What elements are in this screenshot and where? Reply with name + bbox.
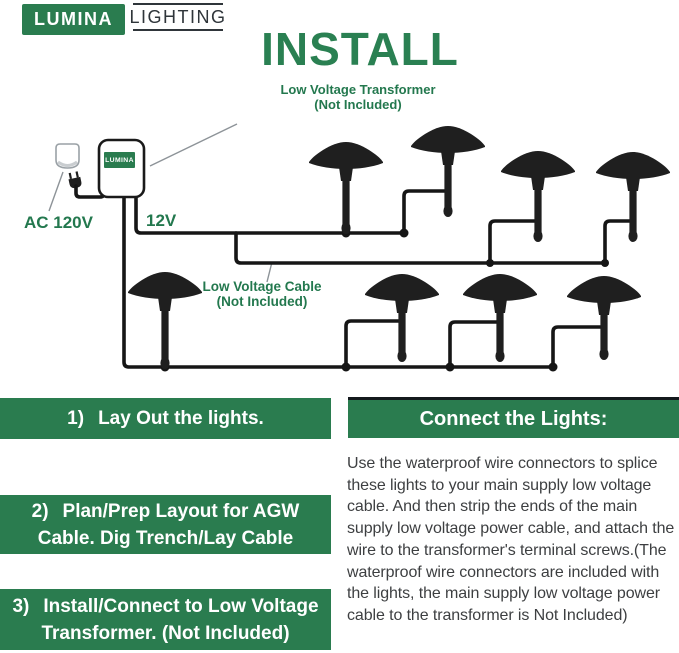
low-voltage-label: 12V bbox=[146, 211, 177, 230]
wire-riser-light8 bbox=[551, 325, 603, 369]
wire-drop-light4 bbox=[603, 219, 632, 265]
path-light-4 bbox=[596, 152, 670, 242]
wiring-diagram bbox=[48, 123, 670, 372]
path-light-1 bbox=[309, 142, 383, 234]
path-light-8 bbox=[567, 276, 641, 360]
step-3-text-line1: 3)Install/Connect to Low Voltage bbox=[12, 595, 319, 617]
junction-dot bbox=[548, 362, 558, 372]
step-2-banner: 2)Plan/Prep Layout for AGW Cable. Dig Tr… bbox=[0, 495, 331, 554]
path-light-3 bbox=[501, 151, 575, 242]
cable-label-line1: Low Voltage Cable bbox=[202, 279, 322, 294]
junction-dot bbox=[601, 259, 609, 267]
step-1-number: 1) bbox=[67, 408, 85, 429]
step-3-text-line2: Transformer. (Not Included) bbox=[41, 622, 290, 644]
pointer-line-transformer bbox=[149, 123, 238, 167]
page-title: INSTALL bbox=[261, 23, 459, 75]
pointer-line-cable bbox=[266, 261, 273, 283]
outlet-icon bbox=[55, 143, 80, 169]
path-light-6 bbox=[365, 274, 439, 362]
cable-label: Low Voltage Cable (Not Included) bbox=[162, 279, 362, 309]
junction-dot bbox=[486, 259, 494, 267]
step-2-number: 2) bbox=[31, 500, 49, 522]
path-light-5 bbox=[128, 272, 202, 369]
step-2-text-line1: 2)Plan/Prep Layout for AGW bbox=[31, 500, 300, 522]
connect-lights-banner: Connect the Lights: bbox=[348, 397, 679, 438]
cable-label-line2: (Not Included) bbox=[216, 294, 308, 309]
transformer-label-line1: Low Voltage Transformer bbox=[280, 82, 436, 97]
step-3-number: 3) bbox=[12, 595, 30, 617]
connect-lights-body: Use the waterproof wire connectors to sp… bbox=[347, 455, 675, 624]
step-1-text: 1)Lay Out the lights. bbox=[67, 408, 264, 429]
step-1-banner: 1)Lay Out the lights. bbox=[0, 398, 331, 439]
wire-branch-run bbox=[234, 231, 607, 265]
brand-name: LUMINA bbox=[34, 9, 113, 29]
junction-dot bbox=[399, 228, 409, 238]
brand-suffix-text: LIGHTING bbox=[129, 6, 227, 27]
wire-riser-light6 bbox=[344, 319, 401, 369]
junction-dot bbox=[445, 362, 455, 372]
brand-logo: LUMINA bbox=[22, 4, 125, 35]
wire-main-run-top bbox=[134, 195, 406, 235]
path-light-7 bbox=[463, 274, 537, 362]
plug-icon bbox=[68, 171, 82, 189]
junction-dot bbox=[341, 362, 351, 372]
outlet-shadow bbox=[57, 160, 78, 167]
path-light-2 bbox=[411, 126, 485, 217]
transformer-box bbox=[97, 138, 146, 199]
pointer-line-outlet bbox=[48, 171, 64, 212]
wire-riser-light7 bbox=[448, 320, 499, 369]
wire-drop-light3 bbox=[488, 219, 537, 265]
wire-riser-light2 bbox=[402, 189, 447, 235]
wire-main-run-bottom bbox=[122, 195, 555, 369]
transformer-label: Low Voltage Transformer (Not Included) bbox=[238, 82, 478, 112]
transformer-label-line2: (Not Included) bbox=[314, 97, 402, 112]
step-2-text-line2: Cable. Dig Trench/Lay Cable bbox=[37, 527, 294, 549]
brand-suffix: LIGHTING bbox=[130, 3, 225, 31]
step-3-banner: 3)Install/Connect to Low Voltage Transfo… bbox=[0, 589, 331, 650]
transformer-brand-label: LUMINA bbox=[104, 152, 135, 168]
ac-voltage-label: AC 120V bbox=[24, 213, 93, 232]
